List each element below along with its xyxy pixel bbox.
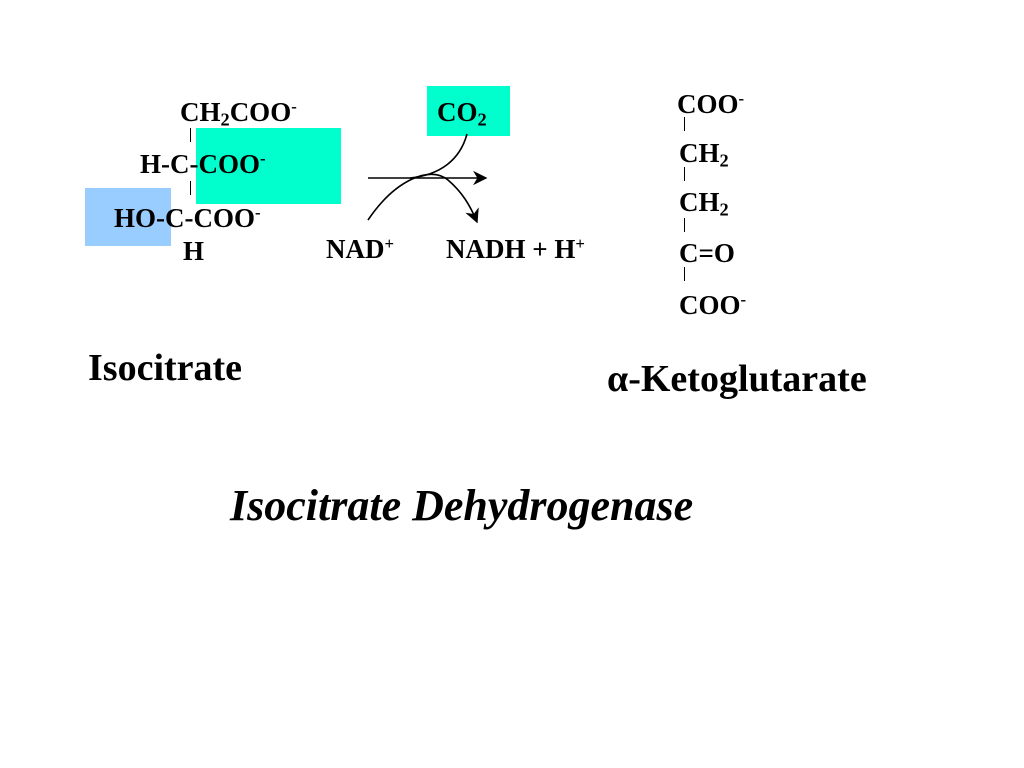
akg-ch2-a: CH2 xyxy=(679,138,729,171)
carboxyl-highlight-box xyxy=(196,128,341,204)
nad-to-nadh-arrow xyxy=(367,173,479,224)
isocitrate-label: Isocitrate xyxy=(88,347,243,389)
alpha-symbol: α xyxy=(607,358,629,400)
isocitrate-hccoo: H-C-COO- xyxy=(140,148,266,179)
akg-co: C=O xyxy=(679,238,735,268)
akg-ch2-b: CH2 xyxy=(679,187,729,220)
akg-coo-bottom: COO- xyxy=(679,289,747,320)
isocitrate-bond-2 xyxy=(190,181,191,195)
nad-label: NAD+ xyxy=(326,233,395,264)
co2-highlight-box xyxy=(427,86,510,136)
akg-bond-2 xyxy=(684,167,685,181)
co2-label: CO2 xyxy=(437,97,487,130)
hydroxyl-highlight-box xyxy=(85,188,171,246)
isocitrate-ch2coo: CH2COO- xyxy=(180,96,297,130)
nadh-label: NADH + H+ xyxy=(446,233,585,264)
isocitrate-h: H xyxy=(183,236,205,266)
akg-bond-1 xyxy=(684,117,685,131)
akg-bond-3 xyxy=(684,218,685,232)
akg-bond-4 xyxy=(684,267,685,281)
co2-release-curve xyxy=(409,133,468,179)
enzyme-title: Isocitrate Dehydrogenase xyxy=(230,481,694,530)
akg-coo-top: COO- xyxy=(677,88,745,119)
isocitrate-hoccoo: HO-C-COO- xyxy=(114,202,261,233)
ketoglutarate-label: α-Ketoglutarate xyxy=(607,358,867,400)
isocitrate-bond-1 xyxy=(190,128,191,142)
